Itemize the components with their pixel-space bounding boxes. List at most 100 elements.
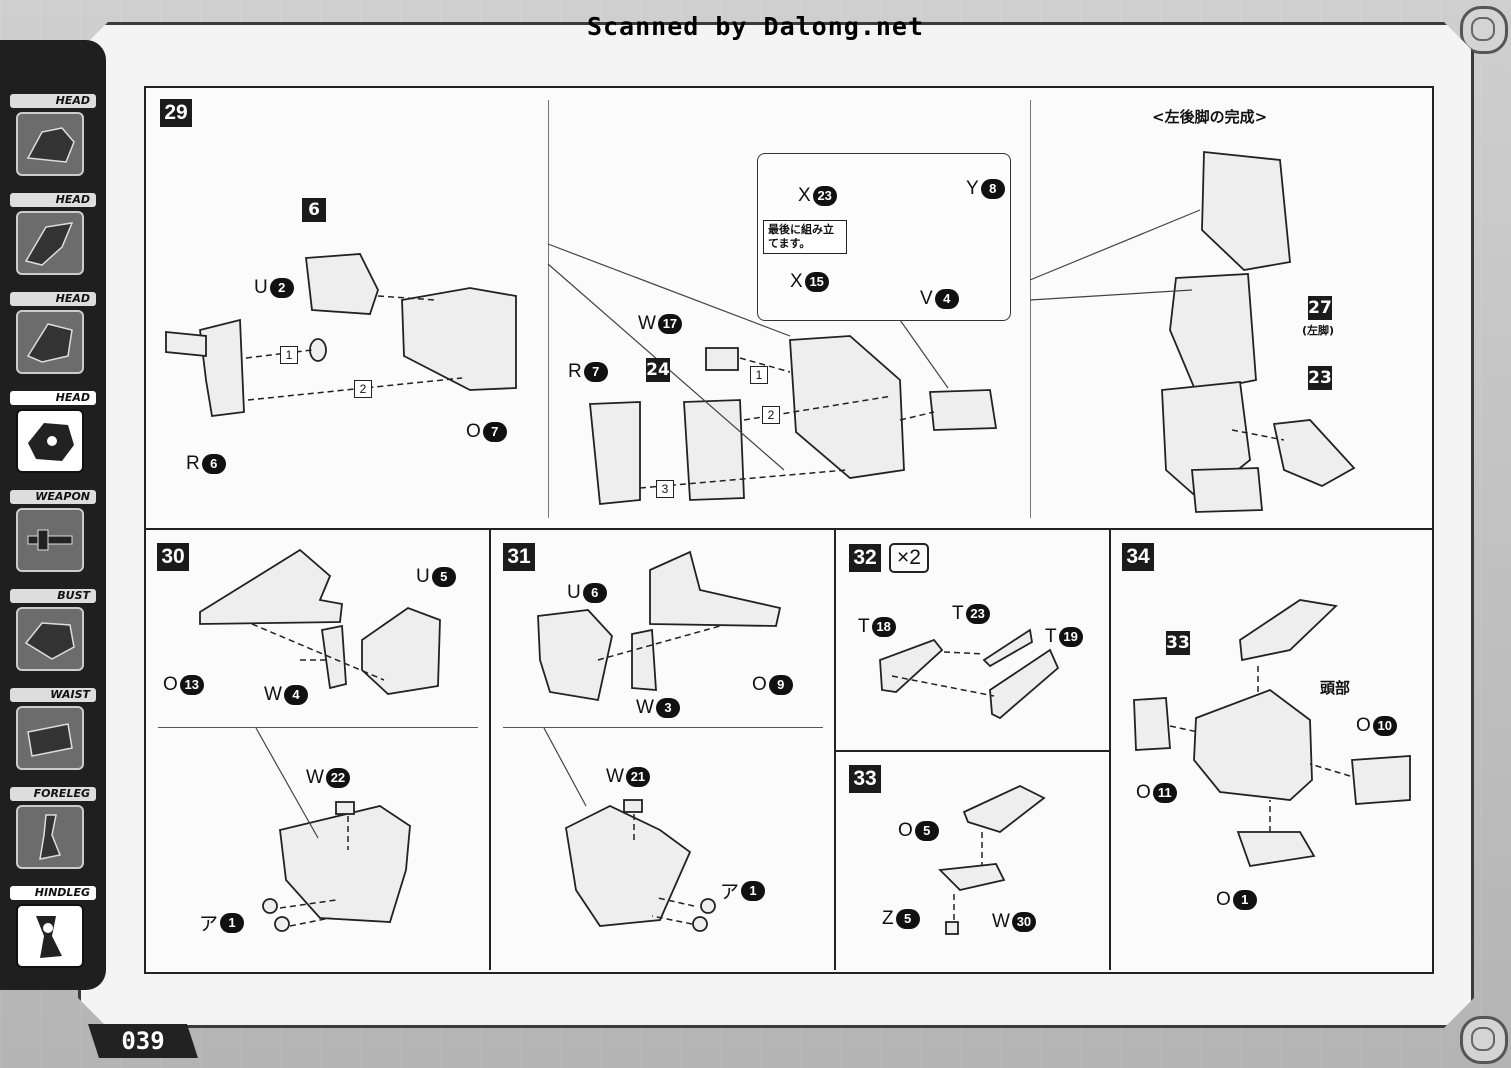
number: 22 (325, 768, 350, 788)
completed-hindleg-title: <左後脚の完成> (1152, 108, 1268, 126)
order-box: 1 (280, 346, 298, 364)
number: 18 (871, 617, 896, 637)
number: 1 (1232, 890, 1257, 910)
col-divider-29a (548, 100, 549, 518)
part-badge-27: 27 (1308, 296, 1332, 320)
letter: O (466, 421, 481, 442)
part-badge-6: 6 (302, 198, 326, 222)
letter: T (952, 603, 964, 624)
number: 23 (965, 604, 990, 624)
number: 23 (812, 186, 837, 206)
letter: W (636, 697, 654, 718)
number: 21 (625, 767, 650, 787)
row-divider-31 (503, 727, 823, 728)
letter: R (568, 361, 582, 382)
order-box: 2 (354, 380, 372, 398)
letter: U (254, 277, 268, 298)
head-label: 頭部 (1320, 679, 1351, 697)
head-part-icon (16, 310, 84, 374)
order-box: 1 (750, 366, 768, 384)
order-mark-2b: 2 (762, 406, 780, 424)
letter: O (752, 674, 767, 695)
bust-icon (16, 607, 84, 671)
sidebar-tab-hindleg[interactable]: HINDLEG (6, 886, 100, 974)
number: 5 (895, 909, 920, 929)
letter: T (858, 616, 870, 637)
number: 17 (657, 314, 682, 334)
col-divider-29b (1030, 100, 1031, 518)
sidebar-tab-waist[interactable]: WAIST (6, 688, 100, 776)
assemble-last-note: 最後に組み立てます。 (763, 220, 847, 254)
col-divider-31-32 (834, 528, 836, 970)
sidebar-tab-weapon[interactable]: WEAPON (6, 490, 100, 578)
tab-label: FORELEG (10, 787, 96, 801)
col-divider-32-34 (1109, 528, 1111, 970)
sidebar-tab-head-3[interactable]: HEAD (6, 292, 100, 380)
number: 4 (934, 289, 959, 309)
tab-label: HEAD (10, 292, 96, 306)
tab-label: BUST (10, 589, 96, 603)
letter: V (920, 288, 933, 309)
letter: U (567, 582, 581, 603)
order-mark-1a: 1 (280, 346, 298, 364)
sidebar-tab-head-4[interactable]: HEAD (6, 391, 100, 479)
number: 5 (914, 821, 939, 841)
number: 6 (201, 454, 226, 474)
number: 5 (431, 567, 456, 587)
step-29-badge: 29 (160, 99, 192, 127)
corner-bolt-bottom-right (1460, 1016, 1508, 1064)
page-number: 039 (88, 1024, 198, 1058)
tab-label: HINDLEG (10, 886, 96, 900)
number: 2 (269, 278, 294, 298)
sidebar-tab-bust[interactable]: BUST (6, 589, 100, 677)
order-mark-1b: 1 (750, 366, 768, 384)
number: 1 (220, 912, 245, 933)
number: 13 (179, 675, 204, 695)
letter: Z (882, 908, 894, 929)
tab-label: HEAD (10, 391, 96, 405)
letter: ア (199, 914, 219, 935)
step-34-badge: 34 (1122, 543, 1154, 571)
letter: O (1216, 889, 1231, 910)
number: 15 (804, 272, 829, 292)
tab-label: WEAPON (10, 490, 96, 504)
sidebar-tab-head-1[interactable]: HEAD (6, 94, 100, 182)
number: 30 (1011, 912, 1036, 932)
letter: R (186, 453, 200, 474)
tab-label: HEAD (10, 94, 96, 108)
left-leg-label: (左脚) (1302, 324, 1335, 337)
letter: O (1356, 715, 1371, 736)
letter: W (264, 684, 282, 705)
weapon-icon (16, 508, 84, 572)
tab-label: HEAD (10, 193, 96, 207)
number: 7 (583, 362, 608, 382)
letter: W (992, 911, 1010, 932)
letter: U (416, 566, 430, 587)
sidebar-tab-head-2[interactable]: HEAD (6, 193, 100, 281)
col-divider-30-31 (489, 528, 491, 970)
row-divider (144, 528, 1432, 530)
step-33-badge: 33 (849, 765, 881, 793)
step-32-badge: 32 (849, 544, 881, 572)
letter: T (1045, 626, 1057, 647)
number: 10 (1372, 716, 1397, 736)
sidebar-tab-foreleg[interactable]: FORELEG (6, 787, 100, 875)
